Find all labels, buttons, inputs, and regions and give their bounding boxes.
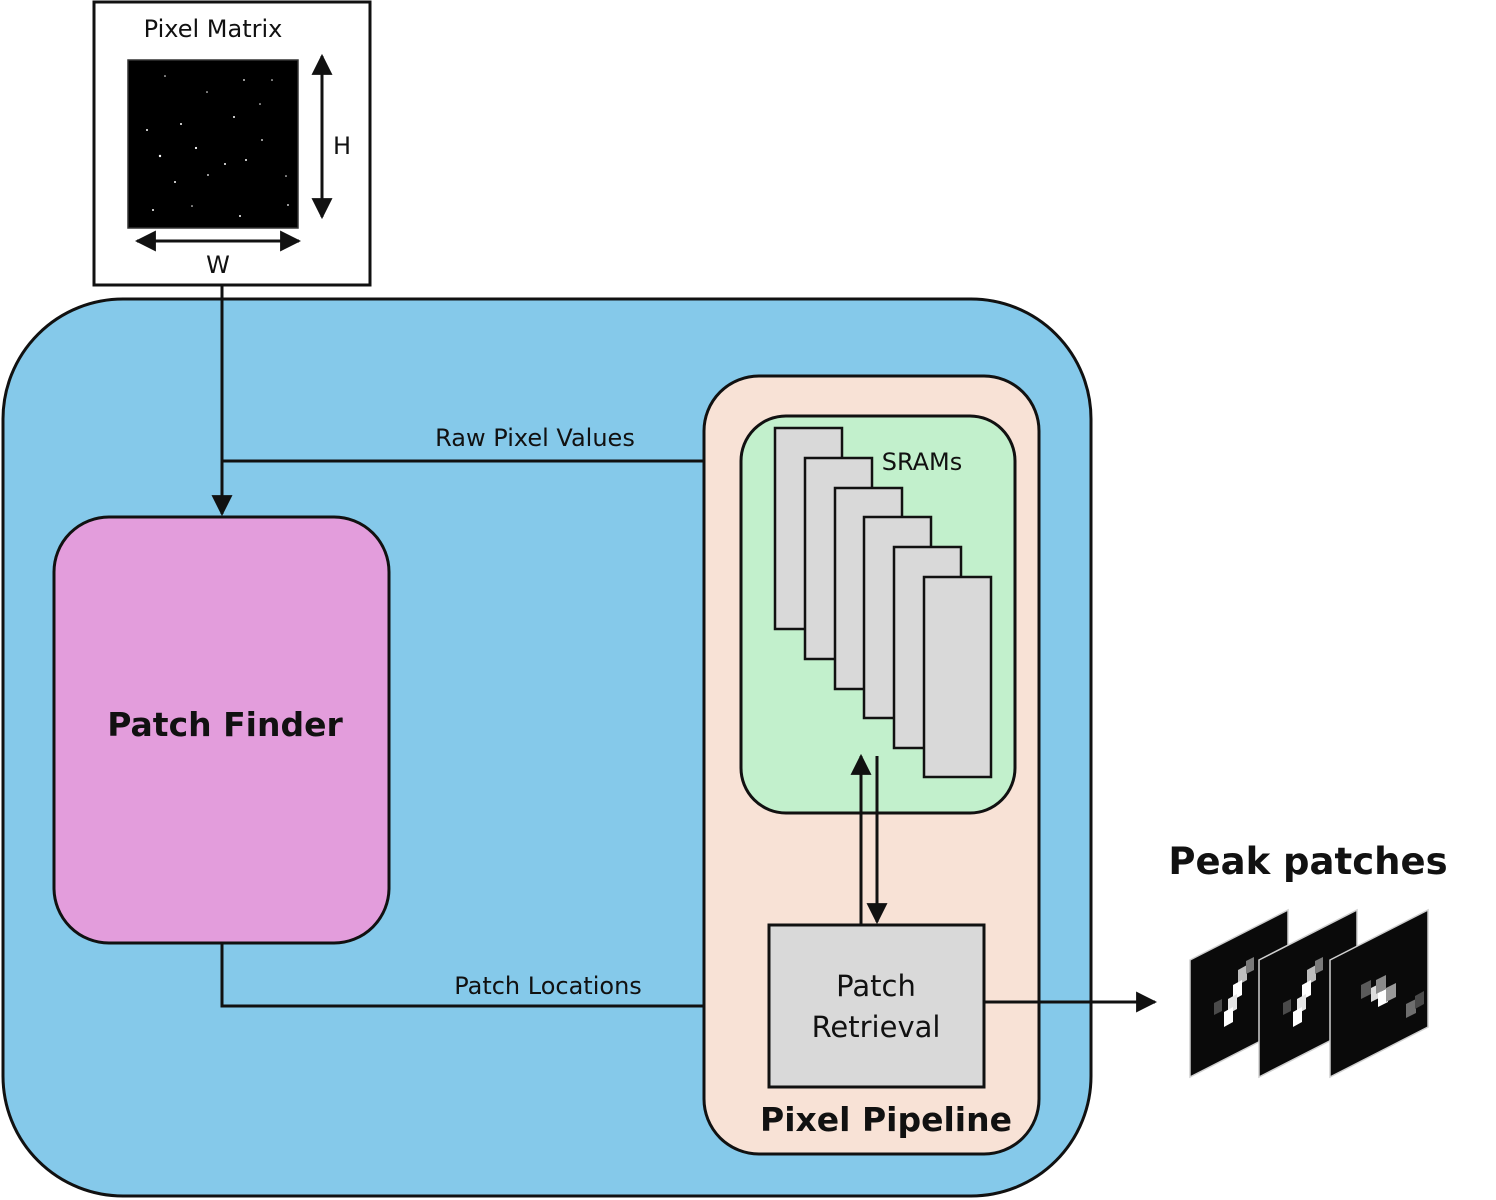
patch-finder-block: Patch Finder — [52, 515, 391, 945]
patch-locations-arrow — [220, 943, 769, 1017]
raw-pixel-values-label: Raw Pixel Values — [435, 424, 635, 452]
pixel-matrix-image — [127, 59, 299, 229]
srams-label: SRAMs — [882, 448, 963, 476]
patch-finder-label: Patch Finder — [107, 705, 343, 744]
patch-locations-label: Patch Locations — [454, 972, 642, 1000]
pixel-matrix-box: Pixel Matrix H W — [92, 0, 372, 287]
height-label: H — [333, 132, 351, 160]
peak-patch-3 — [1329, 908, 1429, 1079]
peak-patches-title: Peak patches — [1168, 840, 1447, 883]
srams-block: SRAMs — [739, 414, 1017, 815]
patch-retrieval-line2: Retrieval — [812, 1010, 941, 1044]
width-label: W — [206, 251, 230, 279]
patch-retrieval-line1: Patch — [836, 969, 916, 1003]
sram-bank-6 — [922, 575, 993, 779]
pixel-matrix-speckles — [146, 75, 289, 217]
patch-retrieval-block: Patch Retrieval — [767, 923, 986, 1089]
pixel-pipeline-label: Pixel Pipeline — [760, 1100, 1012, 1139]
pixel-matrix-title: Pixel Matrix — [144, 15, 283, 43]
